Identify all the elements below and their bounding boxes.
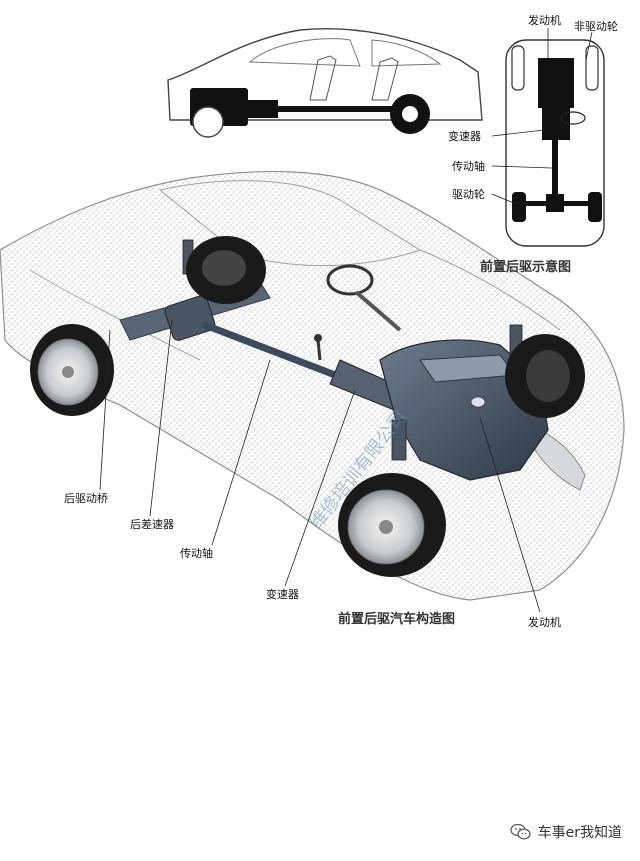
top-drive-shaft bbox=[552, 140, 558, 196]
label-drive-shaft-cutaway: 传动轴 bbox=[180, 547, 213, 560]
label-drive-wheel: 驱动轮 bbox=[452, 188, 485, 201]
caption-schematic: 前置后驱示意图 bbox=[480, 260, 572, 275]
front-right-wheel bbox=[505, 334, 585, 418]
top-front-right-wheel bbox=[585, 45, 599, 91]
steering-wheel bbox=[326, 264, 374, 296]
label-rear-axle: 后驱动桥 bbox=[64, 492, 108, 505]
front-left-wheel bbox=[338, 473, 446, 577]
top-rear-right-wheel bbox=[588, 192, 602, 222]
front-seat bbox=[309, 55, 337, 101]
label-engine-schematic: 发动机 bbox=[528, 14, 561, 27]
label-rear-differential: 后差速器 bbox=[130, 518, 174, 531]
label-transmission-cutaway: 变速器 bbox=[266, 588, 299, 601]
side-view-schematic bbox=[167, 28, 483, 138]
side-transmission-block bbox=[246, 100, 278, 118]
front-grille bbox=[534, 429, 586, 491]
rear-right-wheel bbox=[186, 236, 266, 304]
top-engine-block bbox=[538, 58, 574, 108]
label-non-drive-wheel: 非驱动轮 bbox=[574, 20, 618, 33]
front-left-strut bbox=[391, 419, 407, 461]
caption-cutaway: 前置后驱汽车构造图 bbox=[338, 612, 456, 627]
rear-left-wheel bbox=[30, 324, 114, 416]
top-rear-left-wheel bbox=[512, 192, 526, 222]
footer-source: 车事er我知道 bbox=[510, 822, 622, 842]
label-engine-cutaway: 发动机 bbox=[528, 616, 561, 629]
side-front-wheel bbox=[192, 106, 224, 138]
label-drive-shaft-schematic: 传动轴 bbox=[452, 160, 485, 173]
steering-column bbox=[354, 290, 402, 332]
top-front-left-wheel bbox=[511, 45, 525, 91]
side-car-outline bbox=[167, 28, 483, 121]
gear-lever bbox=[316, 339, 322, 361]
cutaway-car: 维修培训有限公司 bbox=[0, 170, 625, 613]
car-body-wireframe bbox=[0, 170, 625, 601]
rear-differential-housing bbox=[164, 295, 216, 341]
rear-seat bbox=[371, 57, 399, 101]
wechat-icon bbox=[510, 823, 531, 840]
side-drive-shaft bbox=[278, 106, 402, 112]
top-car-outline bbox=[505, 39, 605, 247]
footer-text: 车事er我知道 bbox=[537, 825, 622, 841]
label-transmission-schematic: 变速器 bbox=[448, 130, 481, 143]
top-view-schematic bbox=[491, 28, 605, 247]
